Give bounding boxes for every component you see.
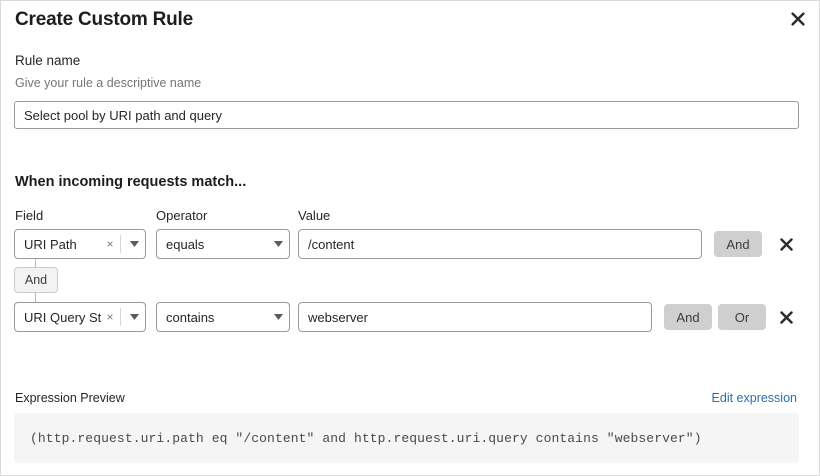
operator-select-1-value: equals [166, 236, 205, 252]
select-divider [120, 235, 121, 253]
connector-line-top [35, 259, 36, 268]
operator-select-2[interactable]: contains [156, 302, 290, 332]
dialog-title: Create Custom Rule [15, 9, 193, 30]
chevron-down-icon[interactable] [267, 241, 289, 247]
expression-preview-box: (http.request.uri.path eq "/content" and… [14, 413, 799, 463]
field-select-2-clear-icon[interactable]: × [106, 310, 114, 324]
field-select-1-clear-icon[interactable]: × [106, 237, 114, 251]
chevron-down-icon[interactable] [123, 314, 145, 320]
connector-line-bottom [35, 293, 36, 302]
delete-condition-button-1[interactable] [776, 234, 796, 254]
field-select-2[interactable]: URI Query St... × [14, 302, 146, 332]
operator-select-2-value: contains [166, 309, 215, 325]
value-input-1[interactable] [298, 229, 702, 259]
rule-name-help-text: Give your rule a descriptive name [15, 76, 202, 90]
select-divider [120, 308, 121, 326]
chevron-down-icon[interactable] [267, 314, 289, 320]
close-icon[interactable] [786, 7, 810, 31]
or-button-2[interactable]: Or [718, 304, 766, 330]
field-select-1[interactable]: URI Path × [14, 229, 146, 259]
rule-name-input[interactable] [14, 101, 799, 129]
chevron-down-icon[interactable] [123, 241, 145, 247]
column-header-field: Field [15, 208, 44, 223]
expression-preview-label: Expression Preview [15, 391, 125, 405]
column-header-operator: Operator [156, 208, 208, 223]
group-logic-and-badge[interactable]: And [14, 267, 58, 293]
column-header-value: Value [298, 208, 331, 223]
field-select-1-value: URI Path [24, 236, 77, 252]
and-button-2[interactable]: And [664, 304, 712, 330]
value-input-2[interactable] [298, 302, 652, 332]
condition-row: URI Query St... × contains And Or [1, 302, 820, 332]
and-button-1[interactable]: And [714, 231, 762, 257]
field-select-2-value: URI Query St... [24, 309, 102, 325]
delete-condition-button-2[interactable] [776, 307, 796, 327]
condition-row: URI Path × equals And [1, 229, 820, 259]
rule-name-label: Rule name [15, 53, 81, 68]
expression-preview-text: (http.request.uri.path eq "/content" and… [30, 430, 702, 446]
edit-expression-link[interactable]: Edit expression [711, 391, 797, 405]
operator-select-1[interactable]: equals [156, 229, 290, 259]
conditions-heading: When incoming requests match... [15, 174, 247, 190]
